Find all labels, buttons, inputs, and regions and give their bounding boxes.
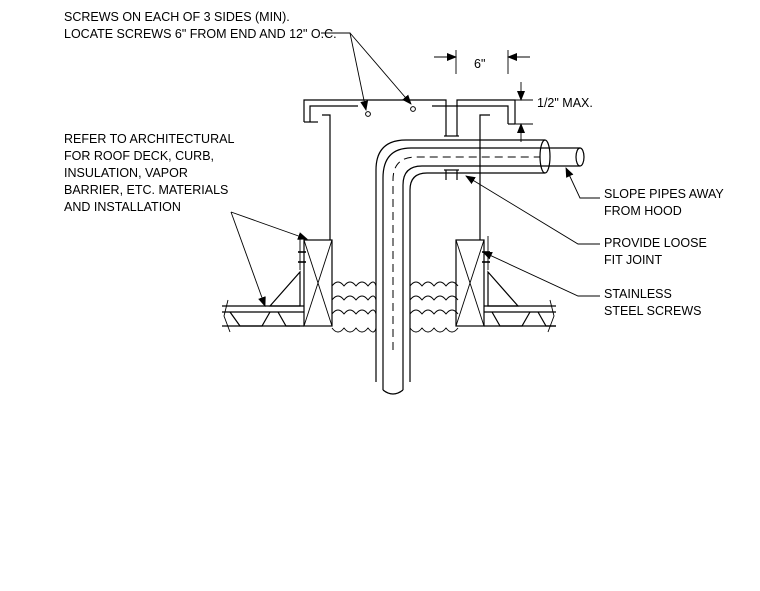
stainless-note-line-2: STEEL SCREWS bbox=[604, 304, 701, 318]
loose-joint-leader-line bbox=[465, 175, 600, 245]
slope-note-line-1: SLOPE PIPES AWAY bbox=[604, 187, 724, 201]
slope-leader-line bbox=[565, 167, 600, 199]
right-cant-strip bbox=[487, 270, 520, 307]
screw-dot-1 bbox=[365, 111, 371, 117]
six-inch-dimension-label: 6" bbox=[474, 57, 485, 71]
refer-note-line-4: BARRIER, ETC. MATERIALS bbox=[64, 183, 228, 197]
screws-note-line-2: LOCATE SCREWS 6" FROM END AND 12" O.C. bbox=[64, 27, 337, 41]
roof-deck-right bbox=[484, 299, 556, 333]
sleeve-collar bbox=[444, 169, 459, 180]
refer-note-line-3: INSULATION, VAPOR bbox=[64, 166, 188, 180]
slope-note-line-2: FROM HOOD bbox=[604, 204, 682, 218]
inner-pipe bbox=[382, 147, 585, 395]
refer-note-line-5: AND INSTALLATION bbox=[64, 200, 181, 214]
half-inch-max-dimension-label: 1/2" MAX. bbox=[537, 96, 593, 110]
stainless-leader-line bbox=[482, 251, 600, 297]
batt-insulation bbox=[331, 281, 459, 333]
screw-dot-2 bbox=[410, 106, 416, 112]
half-inch-dimension bbox=[509, 82, 533, 142]
refer-note-line-1: REFER TO ARCHITECTURAL bbox=[64, 132, 234, 146]
screws-note-line-1: SCREWS ON EACH OF 3 SIDES (MIN). bbox=[64, 10, 290, 24]
left-wood-nailer bbox=[299, 236, 333, 327]
right-wood-nailer bbox=[455, 236, 489, 327]
screws-leader-lines bbox=[321, 32, 412, 111]
loose-joint-note-line-2: FIT JOINT bbox=[604, 253, 662, 267]
left-cant-strip bbox=[268, 270, 301, 307]
stainless-screws bbox=[298, 251, 490, 263]
six-inch-dimension bbox=[434, 50, 530, 74]
roof-deck-left bbox=[222, 299, 304, 333]
stainless-note-line-1: STAINLESS bbox=[604, 287, 672, 301]
refer-leader-lines bbox=[230, 211, 308, 307]
loose-joint-note-line-1: PROVIDE LOOSE bbox=[604, 236, 707, 250]
pipe-centerlines bbox=[392, 156, 540, 350]
refer-note-line-2: FOR ROOF DECK, CURB, bbox=[64, 149, 214, 163]
curb-cap-flashing bbox=[303, 99, 516, 240]
